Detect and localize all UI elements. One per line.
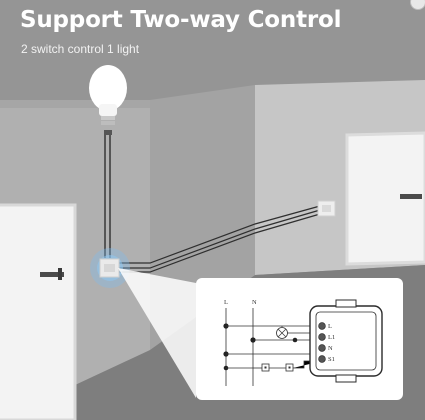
line-label-n: N — [252, 299, 257, 306]
door-lock-icon — [58, 268, 62, 280]
travel-wire-2 — [118, 209, 321, 269]
callout-beam — [118, 268, 196, 398]
travel-wire-1 — [118, 205, 321, 264]
bulb-wire — [104, 135, 111, 258]
lamp-symbol-icon — [276, 327, 288, 339]
right-door — [345, 131, 425, 266]
terminal-label-n: N — [328, 345, 333, 352]
left-door — [0, 203, 77, 420]
wiring-diagram-card: L N — [196, 278, 403, 400]
wiring-diagram: L N — [223, 299, 383, 386]
door-handle-icon — [40, 272, 64, 277]
terminal-label-l: L — [328, 323, 332, 330]
terminal-label-l1: L1 — [328, 334, 335, 341]
wall-shadow — [0, 100, 150, 108]
smart-switch-module-icon — [309, 299, 383, 383]
switch-rocker — [104, 264, 115, 272]
light-bulb-icon — [89, 65, 127, 135]
switch-rocker — [322, 205, 331, 212]
banner-title: Support Two-way Control — [20, 7, 342, 33]
terminal-label-s1: S1 — [328, 356, 335, 363]
banner-subtitle: 2 switch control 1 light — [21, 42, 140, 56]
door-handle-icon — [400, 194, 422, 199]
line-label-l: L — [224, 299, 228, 306]
corner-badge-icon — [410, 0, 425, 10]
